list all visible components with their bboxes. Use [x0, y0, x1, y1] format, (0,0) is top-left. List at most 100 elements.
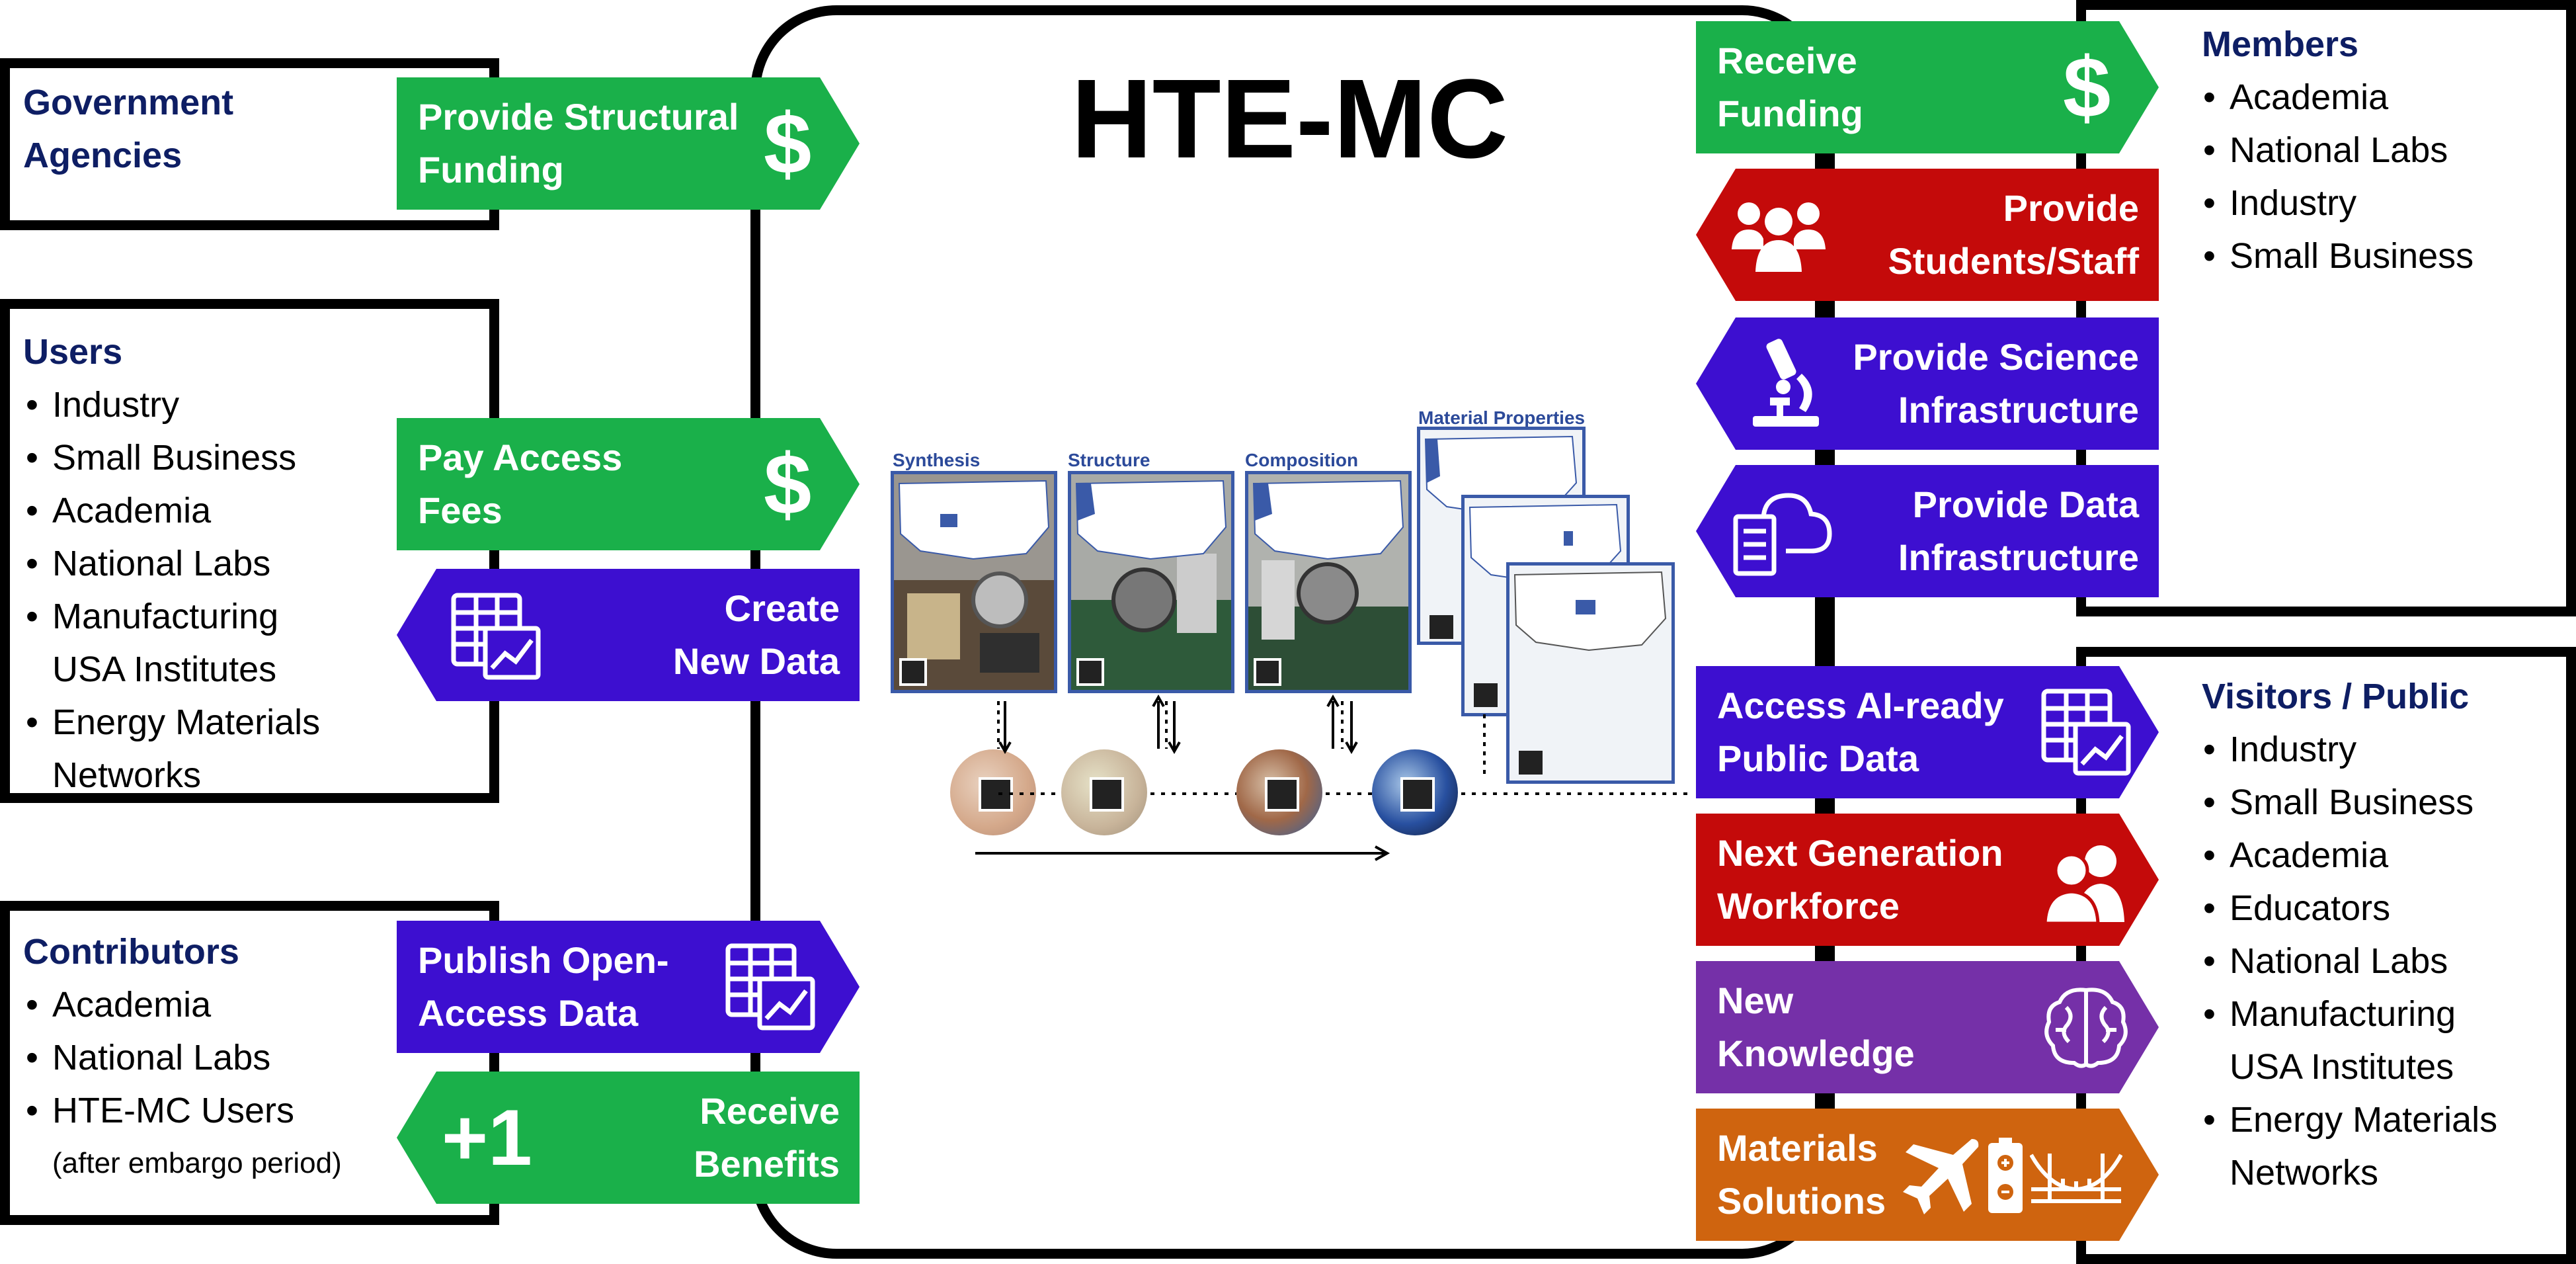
arrow-label-line1: Provide Science [1853, 336, 2139, 378]
users-title: Users [23, 332, 123, 372]
government-agencies-title-line1: Government [23, 83, 234, 122]
arrow-label-line2: Fees [418, 489, 503, 531]
provide-data-infrastructure-arrow: Provide Data Infrastructure [1696, 465, 2159, 597]
list-item-continuation: Networks [2230, 1153, 2379, 1193]
arrow-label-line1: Create [724, 587, 840, 629]
users-list: Industry Small Business Academia Nationa… [24, 378, 320, 802]
arrow-label-line2: Solutions [1717, 1180, 1886, 1222]
access-ai-ready-public-data-arrow: Access AI-ready Public Data [1696, 666, 2159, 798]
members-box: Members Academia National Labs Industry … [2076, 0, 2576, 616]
government-agencies-title-line2: Agencies [23, 136, 182, 175]
dollar-icon: $ [764, 436, 812, 532]
list-item: Educators [2202, 882, 2497, 935]
arrow-label-line1: New [1717, 980, 1794, 1021]
pay-access-fees-arrow: Pay Access Fees $ [397, 418, 860, 550]
arrow-label-line2: Infrastructure [1898, 536, 2139, 578]
list-item: National Labs [24, 537, 320, 590]
visitors-public-list: Industry Small Business Academia Educato… [2202, 723, 2497, 1199]
arrow-label-line1: Receive [700, 1090, 840, 1132]
arrow-label-line2: New Data [672, 640, 840, 682]
page-title: HTE-MC [1071, 56, 1508, 182]
arrow-label-line2: Infrastructure [1898, 389, 2139, 431]
structure-instrument-photo [1068, 471, 1234, 693]
plus-one-icon: +1 [442, 1093, 532, 1182]
members-title: Members [2202, 24, 2359, 64]
spreadsheet-chart-icon [724, 941, 817, 1047]
arrow-label-line1: Next Generation [1717, 832, 2003, 874]
bridge-icon [2030, 1148, 2122, 1222]
stage-label-synthesis: Synthesis [893, 450, 981, 470]
dollar-icon: $ [764, 95, 812, 192]
list-item: Industry [2202, 723, 2497, 776]
list-item: Energy Materials [24, 696, 320, 749]
spreadsheet-chart-icon [2040, 686, 2132, 792]
create-new-data-arrow: Create New Data [397, 569, 860, 701]
members-list: Academia National Labs Industry Small Bu… [2202, 71, 2474, 282]
contributors-title: Contributors [23, 932, 239, 972]
synthesis-instrument-photo [891, 471, 1057, 693]
arrow-label-line2: Workforce [1717, 885, 1900, 927]
arrow-label-line1: Materials [1717, 1127, 1878, 1169]
arrow-label-line2: Access Data [418, 992, 639, 1034]
composition-instrument-photo [1245, 471, 1412, 693]
receive-benefits-arrow: +1 Receive Benefits [397, 1072, 860, 1204]
list-item: Industry [2202, 177, 2474, 230]
microscope-icon [1742, 334, 1828, 447]
arrow-label-line2: Knowledge [1717, 1032, 1915, 1074]
qr-code-icon [979, 777, 1013, 812]
arrow-label-line2: Public Data [1717, 737, 1919, 779]
provide-science-infrastructure-arrow: Provide Science Infrastructure [1696, 317, 2159, 450]
list-item: Manufacturing [2202, 988, 2497, 1040]
list-item-continuation: USA Institutes [2230, 1047, 2454, 1087]
arrow-label-line2: Funding [418, 149, 564, 190]
arrow-label-line1: Receive [1717, 40, 1857, 81]
workers-icon [2040, 840, 2132, 940]
stage-label-material-properties: Material Properties [1418, 407, 1586, 428]
arrow-label-line2: Funding [1717, 93, 1863, 134]
contributors-list: Academia National Labs HTE-MC Users (aft… [24, 978, 342, 1190]
list-item: Energy Materials [2202, 1093, 2497, 1146]
material-properties-card-3 [1506, 562, 1675, 784]
airplane-icon [1898, 1135, 1984, 1235]
users-box: Users Industry Small Business Academia N… [0, 299, 499, 803]
arrow-label-line1: Provide [2003, 187, 2139, 229]
qr-code-icon [1090, 777, 1124, 812]
list-item: Small Business [2202, 776, 2497, 829]
materials-solutions-arrow: Materials Solutions [1696, 1109, 2159, 1241]
provide-structural-funding-arrow: Provide Structural Funding $ [397, 77, 860, 210]
provide-students-staff-arrow: Provide Students/Staff [1696, 169, 2159, 301]
publish-open-access-data-arrow: Publish Open- Access Data [397, 921, 860, 1053]
list-item: Industry [24, 378, 320, 431]
list-item: National Labs [2202, 935, 2497, 988]
contributors-note: (after embargo period) [52, 1147, 342, 1179]
dollar-icon: $ [2063, 39, 2111, 136]
battery-icon [1986, 1136, 2025, 1230]
list-item-continuation: USA Institutes [52, 650, 277, 689]
people-group-icon [1729, 195, 1828, 288]
list-item: HTE-MC Users [24, 1084, 342, 1137]
arrow-label-line2: Benefits [694, 1143, 840, 1185]
list-item: Academia [24, 978, 342, 1031]
list-item: Academia [2202, 829, 2497, 882]
list-item: Academia [2202, 71, 2474, 124]
stage-label-composition: Composition [1245, 450, 1359, 470]
list-item: National Labs [24, 1031, 342, 1084]
server-cloud-icon [1730, 485, 1836, 591]
arrow-label-line2: Students/Staff [1888, 240, 2139, 282]
stage-label-structure: Structure [1068, 450, 1150, 470]
arrow-label-line1: Access AI-ready [1717, 685, 2004, 726]
list-item-continuation: Networks [52, 755, 202, 795]
visitors-public-title: Visitors / Public [2202, 677, 2470, 716]
qr-code-icon [1400, 777, 1435, 812]
new-knowledge-arrow: New Knowledge [1696, 961, 2159, 1093]
list-item: Manufacturing [24, 590, 320, 643]
receive-funding-arrow: Receive Funding $ [1696, 21, 2159, 153]
brain-icon [2040, 981, 2132, 1087]
list-item: Academia [24, 484, 320, 537]
arrow-label-line1: Provide Data [1912, 484, 2139, 525]
arrow-label-line1: Provide Structural [418, 96, 739, 138]
arrow-label-line1: Publish Open- [418, 939, 669, 981]
spreadsheet-chart-icon [450, 590, 542, 696]
visitors-public-box: Visitors / Public Industry Small Busines… [2076, 647, 2576, 1264]
qr-code-icon [1265, 777, 1299, 812]
